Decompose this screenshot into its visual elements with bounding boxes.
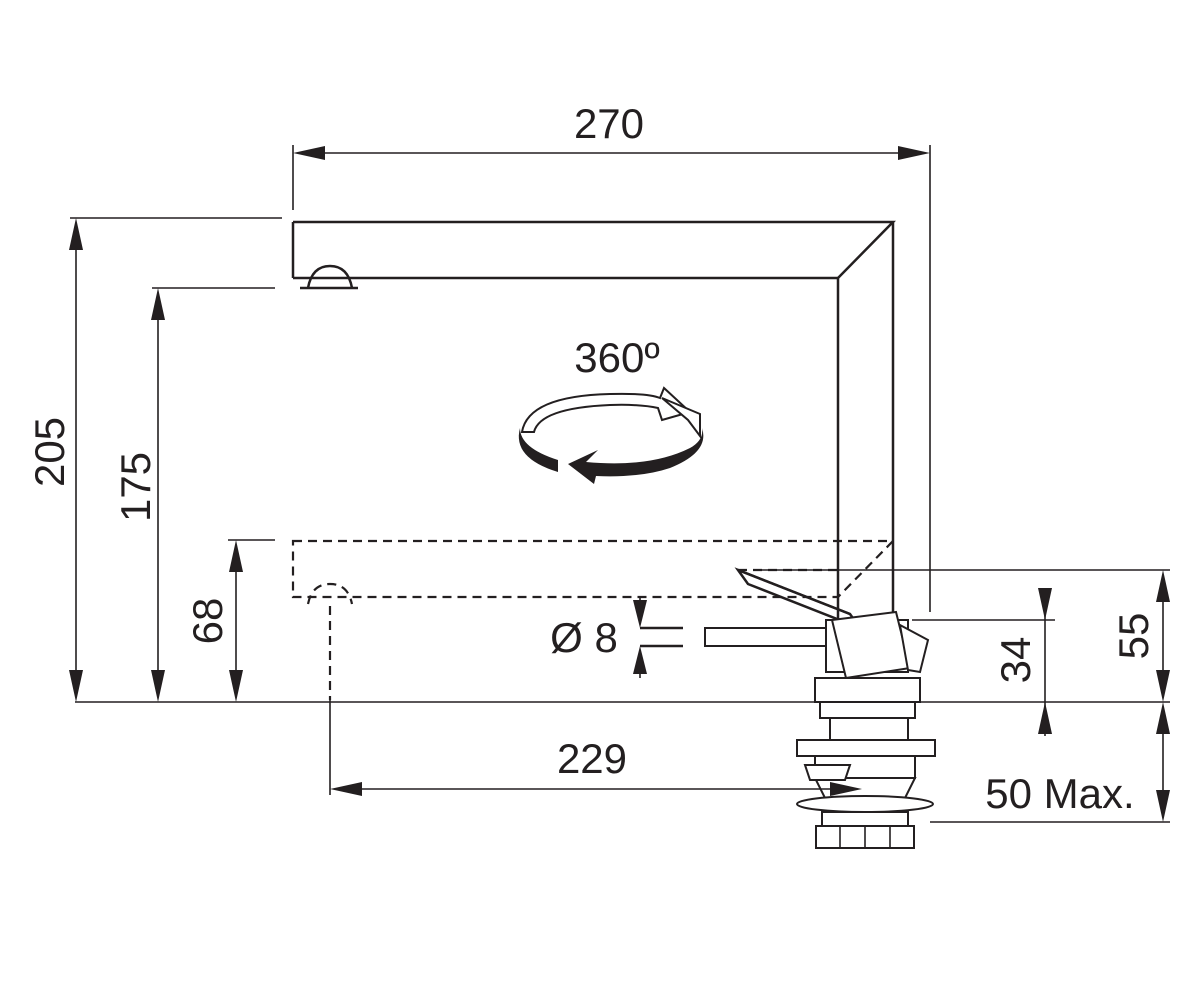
dimension-lever-height: 55 [760,569,1170,702]
dimension-hose-diameter: Ø 8 [550,596,647,678]
dimension-width-total: 270 [292,100,931,612]
dimension-base-height: 34 [912,588,1055,736]
dimension-spout-height: 175 [112,287,275,702]
dimension-lever-height-label: 55 [1110,613,1157,660]
dimension-spout-height-label: 175 [112,452,159,522]
rotation-arrow-icon [518,386,704,484]
dimension-spout-reach: 229 [329,700,862,796]
dimension-spout-reach-label: 229 [557,735,627,782]
dimension-spout-low-height: 68 [184,539,275,702]
dimension-width-total-label: 270 [574,100,644,147]
faucet-spout-upper [291,220,896,620]
mounting-hardware [796,677,936,849]
hose [640,626,827,648]
dimension-deck-thickness: 50 Max. [930,702,1170,823]
dimension-spout-low-height-label: 68 [184,598,231,645]
dimension-hose-diameter-label: Ø 8 [550,614,618,661]
dimension-height-total-label: 205 [26,417,73,487]
dimension-base-height-label: 34 [992,637,1039,684]
dimension-deck-thickness-label: 50 Max. [985,770,1134,817]
dimension-height-total: 205 [26,217,282,702]
rotation-indicator: 360º [518,334,704,484]
faucet-lever [734,567,930,680]
rotation-label: 360º [574,334,659,381]
